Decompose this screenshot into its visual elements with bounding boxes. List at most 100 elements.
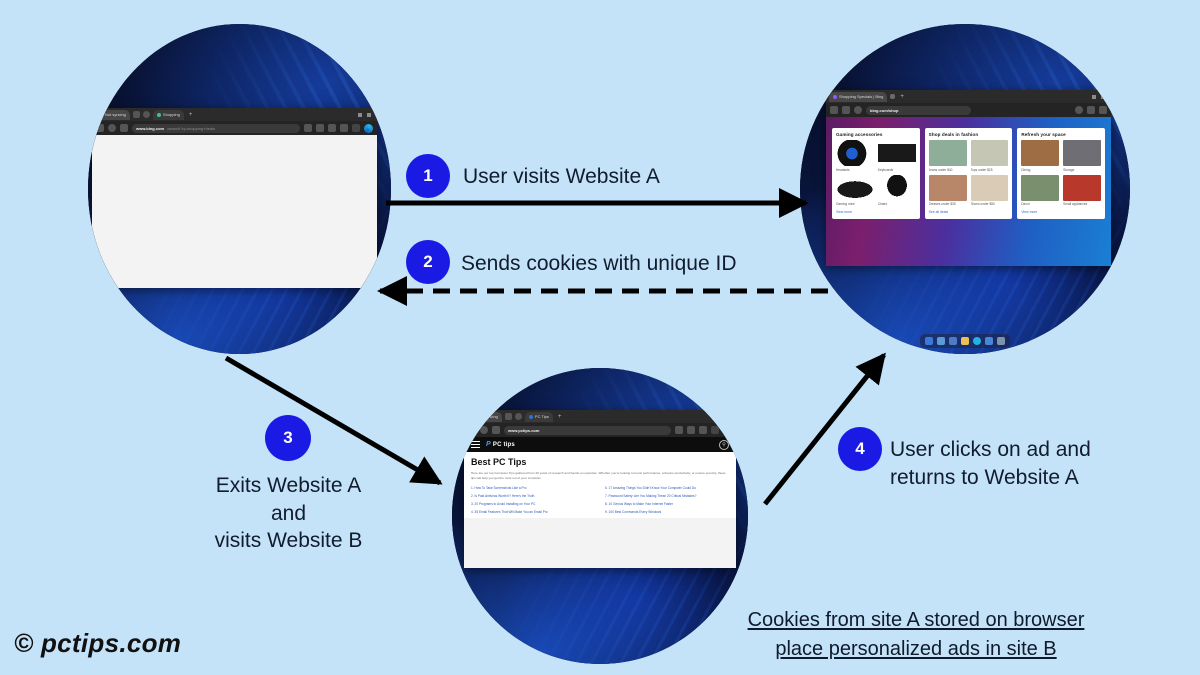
ad-card[interactable]: Gaming accessories Headsets Keyboards <box>832 128 920 219</box>
tab-actions-icon[interactable] <box>132 111 140 118</box>
list-item[interactable]: 6. 17 Amazing Things You Didn't Know You… <box>605 485 696 490</box>
address-bar-b[interactable]: bing.com/shop <box>866 105 971 115</box>
ad-card[interactable]: Shop deals in fashion Jeans under $40 To… <box>924 128 1013 219</box>
product-item[interactable]: Dining <box>1021 140 1060 172</box>
node-website-a: Not syncing Shopping + www <box>88 24 391 354</box>
collections-icon[interactable] <box>675 426 683 434</box>
back-icon[interactable] <box>468 426 476 434</box>
product-item[interactable]: Shoes under $50 <box>970 174 1009 206</box>
product-label: Jeans under $40 <box>928 167 953 172</box>
collections-icon[interactable] <box>304 124 312 132</box>
refresh-icon[interactable] <box>480 426 488 434</box>
tab-pc-tips[interactable]: PC Tips <box>524 411 553 422</box>
card-link[interactable]: View more <box>1021 210 1038 214</box>
back-icon[interactable] <box>830 106 838 114</box>
window-controls-a <box>358 112 374 117</box>
product-item[interactable]: Gaming mice <box>836 174 874 206</box>
shield-icon[interactable] <box>120 124 128 132</box>
copilot-icon[interactable] <box>723 425 732 435</box>
list-item[interactable]: 1. How To Take Screenshots Like a Pro <box>471 485 527 490</box>
bag-icon <box>833 94 837 99</box>
ad-card[interactable]: Refresh your space Dining Storage <box>1017 128 1106 219</box>
product-label: Shoes under $50 <box>970 202 995 206</box>
new-tab-button[interactable]: + <box>557 413 562 420</box>
close-icon[interactable] <box>1101 94 1105 99</box>
hamburger-icon[interactable] <box>471 440 480 449</box>
profile-icon[interactable] <box>699 426 707 434</box>
new-tab-button[interactable]: + <box>900 93 904 100</box>
start-icon[interactable] <box>925 337 933 345</box>
summary-caption-line-1: Cookies from site A stored on browser <box>747 609 1085 631</box>
search-icon[interactable] <box>1075 106 1083 114</box>
product-label: Headsets <box>836 167 850 172</box>
tips-column-right: 6. 17 Amazing Things You Didn't Know You… <box>605 486 729 518</box>
back-icon[interactable] <box>96 124 104 132</box>
tab-close-icon[interactable] <box>890 94 896 99</box>
arrow-step-3 <box>224 355 443 486</box>
window-controls-c <box>717 414 733 419</box>
product-item[interactable]: Jeans under $40 <box>928 140 967 172</box>
product-item[interactable]: Storage <box>1063 140 1102 172</box>
tab-not-syncing[interactable]: Not syncing <box>467 411 502 422</box>
tab-label: Shopping Specials | Bing <box>839 94 884 99</box>
product-label: Tops under $25 <box>970 167 993 172</box>
tab-shopping[interactable]: Shopping <box>152 109 184 120</box>
store-icon[interactable] <box>985 337 993 345</box>
product-item[interactable]: Headsets <box>836 140 874 172</box>
tab-copilot-icon[interactable] <box>514 413 522 420</box>
search-icon[interactable] <box>937 337 945 345</box>
address-bar-a[interactable]: www.bing.com /search?q=shopping+deals <box>132 123 300 133</box>
site-logo[interactable]: P PC tips <box>486 441 515 448</box>
copilot-icon[interactable] <box>364 123 373 133</box>
favorite-icon[interactable] <box>1087 106 1095 114</box>
minimize-icon[interactable] <box>1092 94 1096 99</box>
refresh-icon[interactable] <box>854 106 862 114</box>
product-item[interactable]: Keyboards <box>877 140 916 172</box>
menu-icon[interactable] <box>352 124 360 132</box>
profile-icon[interactable] <box>340 124 348 132</box>
logo-text: PC tips <box>492 441 515 448</box>
tab-not-syncing[interactable]: Not syncing <box>95 109 130 120</box>
toolbar-b: bing.com/shop <box>826 103 1111 117</box>
list-item[interactable]: 4. 35 Email Features That Will Make You … <box>471 509 548 514</box>
card-link[interactable]: See all deals <box>928 210 949 214</box>
shield-icon[interactable] <box>492 426 500 434</box>
close-icon[interactable] <box>726 414 730 419</box>
favorite-icon[interactable] <box>687 426 695 434</box>
favorite-icon[interactable] <box>316 124 324 132</box>
product-item[interactable]: Decor <box>1021 174 1060 206</box>
list-item[interactable]: 2. Is Paid Antivirus Worth It? Here's th… <box>471 493 535 498</box>
list-item[interactable]: 7. Password Safety: Are You Making These… <box>605 493 697 498</box>
minimize-icon[interactable] <box>358 112 362 117</box>
forward-icon[interactable] <box>842 106 850 114</box>
product-item[interactable]: Small appliances <box>1063 174 1102 206</box>
address-bar-c[interactable]: www.pctips.com <box>504 425 671 435</box>
tab-shopping-specials[interactable]: Shopping Specials | Bing <box>829 91 888 102</box>
minimize-icon[interactable] <box>717 414 721 419</box>
card-link[interactable]: View more <box>836 210 852 214</box>
list-item[interactable]: 8. 10 Genius Ways to Make Your Internet … <box>605 501 673 506</box>
list-item[interactable]: 9. 100 Best Commands Every Windows <box>605 509 662 514</box>
tips-icon <box>528 414 533 419</box>
widgets-icon[interactable] <box>949 337 957 345</box>
tab-label: PC Tips <box>534 414 549 419</box>
product-item[interactable]: Tops under $25 <box>970 140 1009 172</box>
tab-copilot-icon[interactable] <box>142 111 150 118</box>
maximize-icon[interactable] <box>367 112 371 117</box>
product-grid: Headsets Keyboards Gaming mice <box>836 140 916 206</box>
search-icon[interactable]: ⚲ <box>719 439 729 450</box>
tab-actions-icon[interactable] <box>504 413 512 420</box>
tab-strip-a: Not syncing Shopping + <box>92 108 377 121</box>
new-tab-button[interactable]: + <box>188 111 193 118</box>
split-screen-icon[interactable] <box>328 124 336 132</box>
refresh-icon[interactable] <box>108 124 116 132</box>
list-item[interactable]: 3. 20 Programs to Avoid Installing on Yo… <box>471 501 536 506</box>
product-label: Dresses under $35 <box>928 202 956 206</box>
product-item[interactable]: Chairs <box>877 174 916 206</box>
profile-icon[interactable] <box>1099 106 1107 114</box>
product-item[interactable]: Dresses under $35 <box>928 174 967 206</box>
edge-icon[interactable] <box>973 337 981 345</box>
settings-icon[interactable] <box>997 337 1005 345</box>
menu-icon[interactable] <box>711 426 719 434</box>
explorer-icon[interactable] <box>961 337 969 345</box>
